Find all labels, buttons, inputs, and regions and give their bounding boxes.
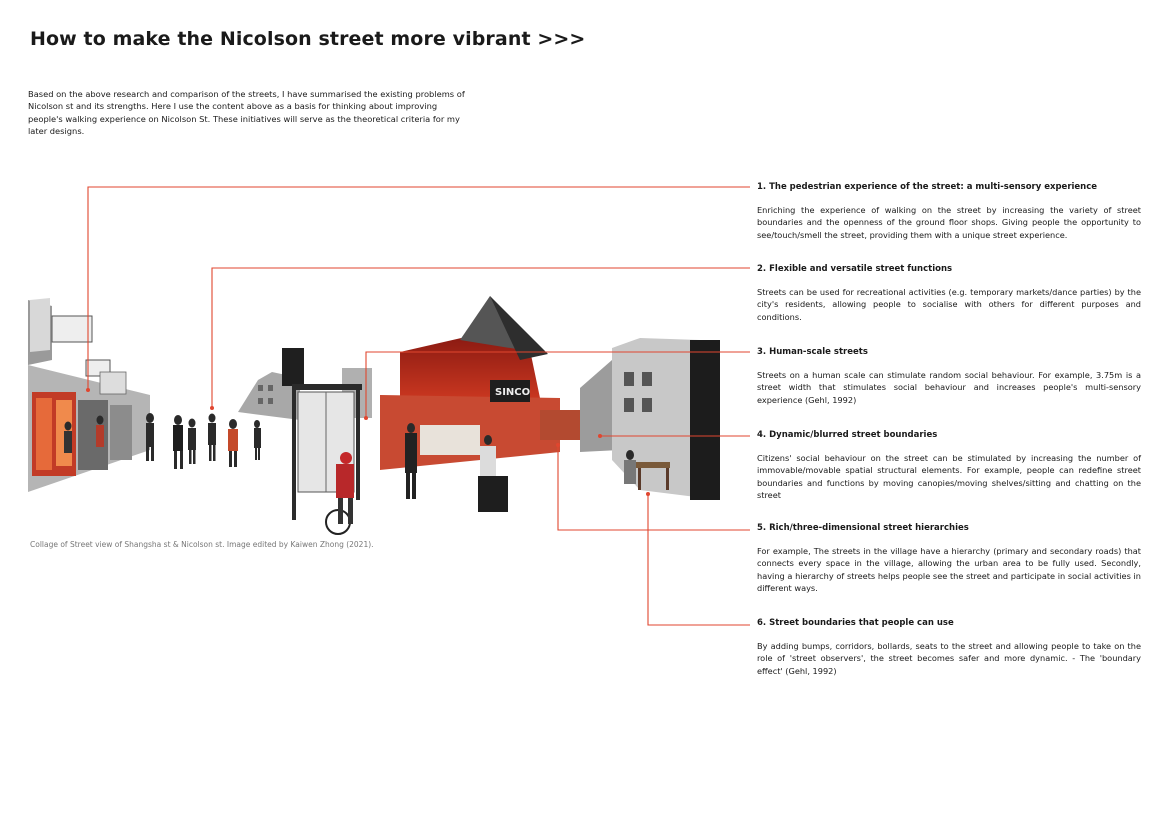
- criteria-body-3: Streets on a human scale can stimulate r…: [757, 370, 1141, 405]
- criteria-heading-1: 1. The pedestrian experience of the stre…: [757, 182, 1098, 192]
- collage-caption: Collage of Street view of Shangsha st & …: [30, 540, 374, 549]
- right-building: [580, 338, 720, 500]
- criteria-item-6: 6. Street boundaries that people can use…: [757, 618, 1141, 677]
- criteria-item-2: 2. Flexible and versatile street functio…: [757, 264, 1141, 323]
- criteria-heading-6: 6. Street boundaries that people can use: [757, 618, 954, 628]
- page-title: How to make the Nicolson street more vib…: [30, 28, 586, 50]
- intro-paragraph: Based on the above research and comparis…: [28, 89, 465, 136]
- criteria-heading-5: 5. Rich/three-dimensional street hierarc…: [757, 523, 969, 533]
- criteria-heading-2: 2. Flexible and versatile street functio…: [757, 264, 953, 274]
- market-stall: SINCO: [380, 296, 580, 512]
- criteria-body-2: Streets can be used for recreational act…: [757, 287, 1141, 322]
- criteria-heading-3: 3. Human-scale streets: [757, 347, 868, 357]
- criteria-body-5: For example, The streets in the village …: [757, 546, 1141, 593]
- pedestrians-group: [64, 413, 261, 469]
- criteria-body-4: Citizens' social behaviour on the street…: [757, 453, 1141, 500]
- criteria-item-1: 1. The pedestrian experience of the stre…: [757, 182, 1141, 241]
- cyclist: [325, 452, 354, 535]
- criteria-item-5: 5. Rich/three-dimensional street hierarc…: [757, 523, 1141, 594]
- criteria-item-3: 3. Human-scale streets Streets on a huma…: [757, 347, 1141, 406]
- shop-sign-text: SINCO: [495, 387, 530, 398]
- left-shopfront: [28, 298, 150, 492]
- criteria-item-4: 4. Dynamic/blurred street boundaries Cit…: [757, 430, 1141, 501]
- criteria-body-1: Enriching the experience of walking on t…: [757, 205, 1141, 240]
- criteria-heading-4: 4. Dynamic/blurred street boundaries: [757, 430, 938, 440]
- criteria-body-6: By adding bumps, corridors, bollards, se…: [757, 641, 1141, 676]
